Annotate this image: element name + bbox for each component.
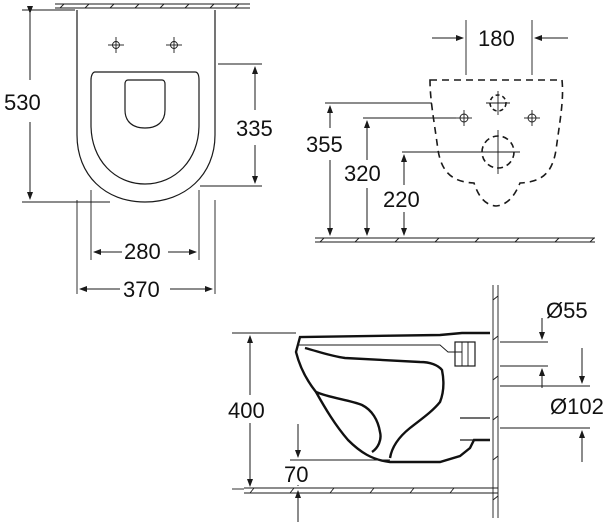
top-view: 530 335 280 370: [4, 3, 273, 302]
bowl-rim: [298, 344, 462, 353]
dim-label-530: 530: [4, 90, 41, 115]
fixing-point-left: [108, 37, 124, 53]
dim-label-335: 335: [236, 116, 273, 141]
bowl-trap: [315, 390, 382, 453]
dim-label-d102: Ø102: [550, 394, 604, 419]
rear-outlet: [476, 130, 520, 174]
floor-hatch-rear: [315, 237, 595, 243]
dim-label-70: 70: [284, 462, 308, 487]
rear-inlet: [486, 91, 510, 115]
seat-opening: [90, 71, 200, 185]
inlet-connector: [454, 341, 476, 367]
dim-label-355: 355: [306, 132, 343, 157]
dim-label-400: 400: [228, 398, 265, 423]
fixing-point-right: [166, 37, 182, 53]
rear-outline-dashed: [429, 79, 564, 207]
dim-label-220: 220: [383, 187, 420, 212]
dim-label-180: 180: [478, 26, 515, 51]
bowl-profile-outer: [294, 331, 490, 464]
dim-label-d55: Ø55: [546, 298, 588, 323]
dim-label-320: 320: [344, 161, 381, 186]
outlet-connector: [460, 417, 490, 441]
wall-hatch-top: [55, 3, 250, 9]
dim-label-280: 280: [124, 239, 161, 264]
floor-hatch-side: [244, 487, 498, 494]
rear-view: 180 355 320 220: [306, 20, 595, 243]
rear-fixing-right: [524, 110, 540, 126]
wall-hatch-side: [492, 285, 499, 518]
dim-label-370: 370: [123, 277, 160, 302]
rear-fixing-left: [456, 110, 472, 126]
bowl-outline: [76, 10, 216, 203]
bowl-profile-inner: [304, 346, 445, 459]
inner-pan: [124, 79, 166, 129]
side-view: 400 70 Ø55 Ø102: [228, 285, 604, 522]
